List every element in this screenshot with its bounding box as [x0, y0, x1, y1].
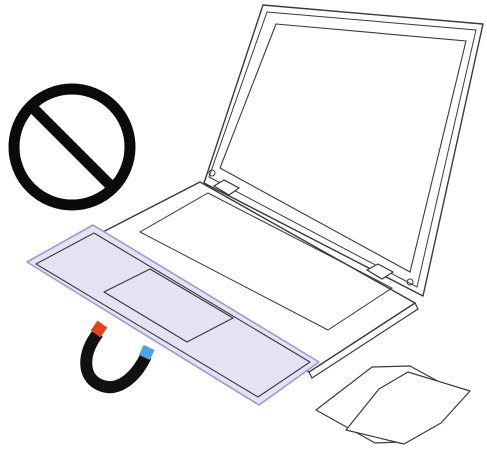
magnet-body: [86, 333, 146, 387]
card-icon: [316, 366, 470, 444]
prohibited-icon: [14, 89, 130, 205]
